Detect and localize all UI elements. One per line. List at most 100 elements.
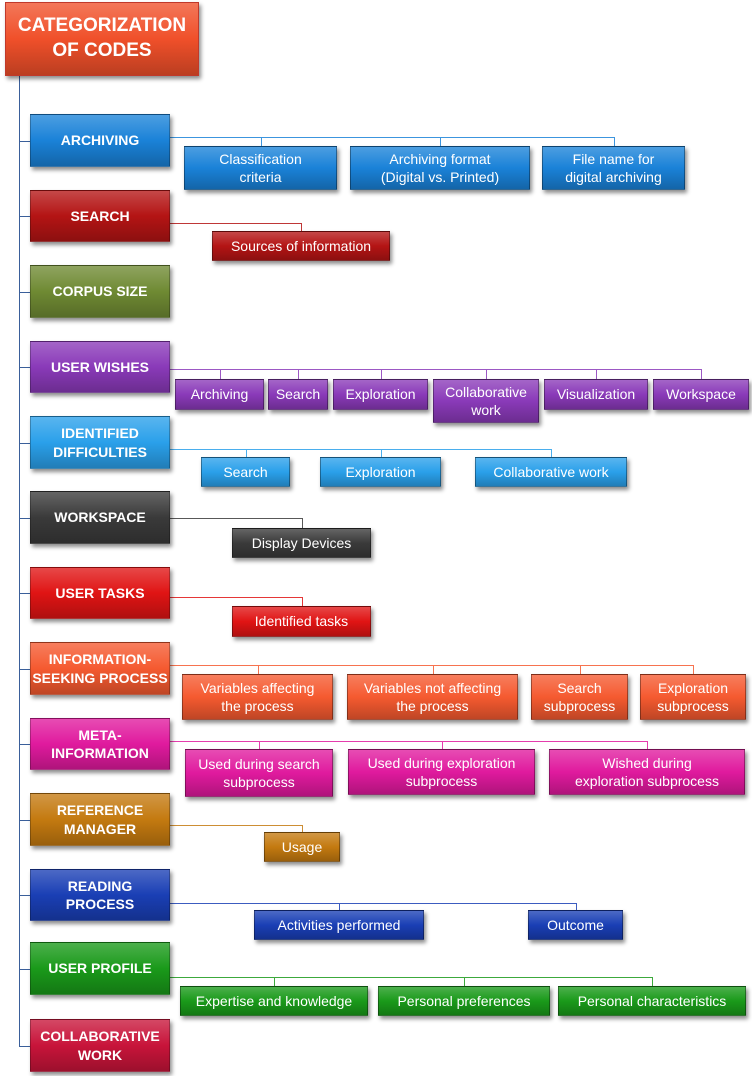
subcategory-label: Outcome — [547, 916, 604, 933]
category-node: INFORMATION- SEEKING PROCESS — [30, 642, 170, 695]
child-connector-line — [433, 665, 434, 674]
child-connector-line — [442, 741, 443, 749]
spine-branch-line — [19, 969, 30, 970]
subcategory-label: Search subprocess — [543, 679, 616, 714]
category-node: WORKSPACE — [30, 491, 170, 544]
category-label: READING PROCESS — [65, 877, 135, 912]
subcategory-label: Variables not affecting the process — [363, 679, 502, 714]
spine-branch-line — [19, 216, 30, 217]
subcategory-label: Sources of information — [230, 237, 372, 254]
root-label: CATEGORIZATION OF CODES — [17, 15, 187, 61]
root-node: CATEGORIZATION OF CODES — [5, 2, 199, 76]
category-node: IDENTIFIED DIFFICULTIES — [30, 416, 170, 469]
spine-line — [19, 76, 20, 1046]
category-label: CORPUS SIZE — [52, 283, 148, 300]
subcategory-label: Search — [275, 386, 321, 403]
category-node: CORPUS SIZE — [30, 265, 170, 318]
subcategory-node: Activities performed — [254, 910, 424, 940]
category-connector-line — [170, 665, 694, 666]
subcategory-node: Variables not affecting the process — [347, 674, 518, 720]
subcategory-node: Collaborative work — [433, 379, 539, 423]
subcategory-node: Expertise and knowledge — [180, 986, 368, 1016]
category-connector-line — [170, 741, 648, 742]
category-node: ARCHIVING — [30, 114, 170, 167]
child-connector-line — [298, 369, 299, 379]
spine-branch-line — [19, 1046, 30, 1047]
subcategory-label: Used during exploration subprocess — [367, 754, 516, 789]
spine-branch-line — [19, 820, 30, 821]
subcategory-node: Visualization — [544, 379, 648, 410]
subcategory-node: Used during search subprocess — [185, 749, 333, 797]
category-connector-line — [170, 977, 653, 978]
category-node: USER PROFILE — [30, 942, 170, 995]
subcategory-label: Archiving — [190, 386, 249, 403]
category-connector-line — [170, 518, 303, 519]
subcategory-node: Search — [268, 379, 328, 410]
category-connector-line — [170, 137, 615, 138]
subcategory-node: Variables affecting the process — [182, 674, 333, 720]
subcategory-node: Personal characteristics — [558, 986, 746, 1016]
subcategory-node: Archiving — [175, 379, 264, 410]
child-connector-line — [464, 977, 465, 986]
category-label: REFERENCE MANAGER — [56, 802, 144, 837]
child-connector-line — [261, 137, 262, 146]
subcategory-node: Used during exploration subprocess — [348, 749, 535, 795]
category-node: META- INFORMATION — [30, 718, 170, 770]
child-connector-line — [486, 369, 487, 379]
subcategory-label: Usage — [281, 838, 323, 855]
subcategory-label: Collaborative work — [445, 383, 527, 418]
subcategory-label: Classification criteria — [219, 150, 302, 185]
subcategory-label: Exploration — [345, 386, 416, 403]
category-label: IDENTIFIED DIFFICULTIES — [53, 425, 147, 460]
child-connector-line — [647, 741, 648, 749]
category-label: SEARCH — [70, 207, 130, 224]
subcategory-label: Exploration subprocess — [657, 679, 729, 714]
subcategory-node: Collaborative work — [475, 457, 627, 487]
spine-branch-line — [19, 292, 30, 293]
spine-branch-line — [19, 518, 30, 519]
subcategory-node: Archiving format (Digital vs. Printed) — [350, 146, 530, 190]
child-connector-line — [551, 449, 552, 457]
child-connector-line — [302, 518, 303, 528]
subcategory-label: Personal preferences — [397, 992, 531, 1009]
subcategory-node: Search subprocess — [531, 674, 628, 720]
child-connector-line — [339, 903, 340, 910]
subcategory-label: Personal characteristics — [577, 992, 727, 1009]
category-connector-line — [170, 223, 302, 224]
child-connector-line — [381, 449, 382, 457]
category-label: USER PROFILE — [48, 960, 152, 977]
subcategory-node: Wished during exploration subprocess — [549, 749, 745, 795]
child-connector-line — [381, 369, 382, 379]
category-connector-line — [170, 825, 303, 826]
subcategory-label: File name for digital archiving — [565, 150, 662, 185]
category-label: META- INFORMATION — [51, 726, 149, 761]
spine-branch-line — [19, 895, 30, 896]
child-connector-line — [693, 665, 694, 674]
child-connector-line — [614, 137, 615, 146]
subcategory-label: Search — [223, 463, 268, 480]
subcategory-node: File name for digital archiving — [542, 146, 685, 190]
child-connector-line — [258, 665, 259, 674]
child-connector-line — [301, 223, 302, 231]
category-label: USER WISHES — [50, 358, 149, 375]
child-connector-line — [440, 137, 441, 146]
child-connector-line — [596, 369, 597, 379]
subcategory-node: Classification criteria — [184, 146, 337, 190]
subcategory-label: Workspace — [666, 386, 736, 403]
subcategory-node: Personal preferences — [378, 986, 550, 1016]
subcategory-label: Used during search subprocess — [198, 755, 320, 790]
subcategory-label: Exploration — [345, 463, 416, 480]
subcategory-node: Usage — [264, 832, 340, 862]
category-node: USER TASKS — [30, 567, 170, 619]
subcategory-label: Collaborative work — [493, 463, 609, 480]
spine-branch-line — [19, 367, 30, 368]
spine-branch-line — [19, 593, 30, 594]
category-label: COLLABORATIVE WORK — [40, 1028, 160, 1063]
child-connector-line — [259, 741, 260, 749]
subcategory-node: Search — [201, 457, 290, 487]
category-connector-line — [170, 903, 577, 904]
spine-branch-line — [19, 744, 30, 745]
subcategory-label: Variables affecting the process — [200, 679, 315, 714]
child-connector-line — [302, 825, 303, 832]
